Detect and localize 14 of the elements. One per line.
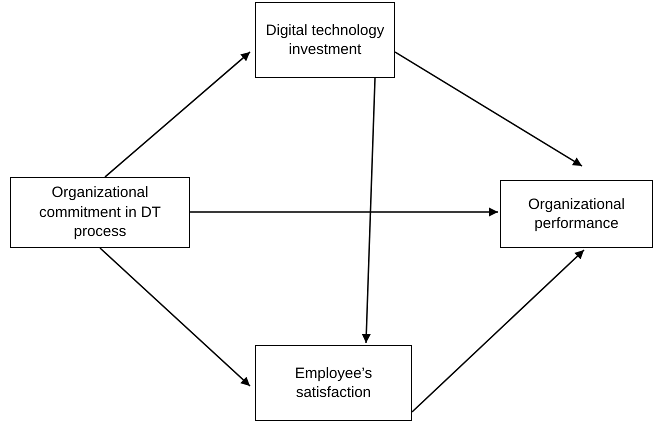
variable-label: Organizational performance bbox=[527, 194, 626, 234]
variable-box bbox=[255, 2, 395, 78]
arrow bbox=[394, 51, 582, 167]
arrow bbox=[190, 208, 498, 216]
variable-label: Digital technology investment bbox=[264, 20, 386, 60]
variable-label: Employee’s satisfaction bbox=[294, 364, 374, 402]
variable-box bbox=[255, 345, 412, 421]
arrow bbox=[362, 78, 376, 344]
arrow bbox=[104, 51, 250, 178]
variable-label: Organizational commitment in DT process bbox=[38, 183, 162, 242]
arrow bbox=[100, 247, 250, 387]
variable-box bbox=[500, 180, 653, 248]
arrow bbox=[411, 249, 585, 413]
variable-box bbox=[10, 177, 190, 248]
